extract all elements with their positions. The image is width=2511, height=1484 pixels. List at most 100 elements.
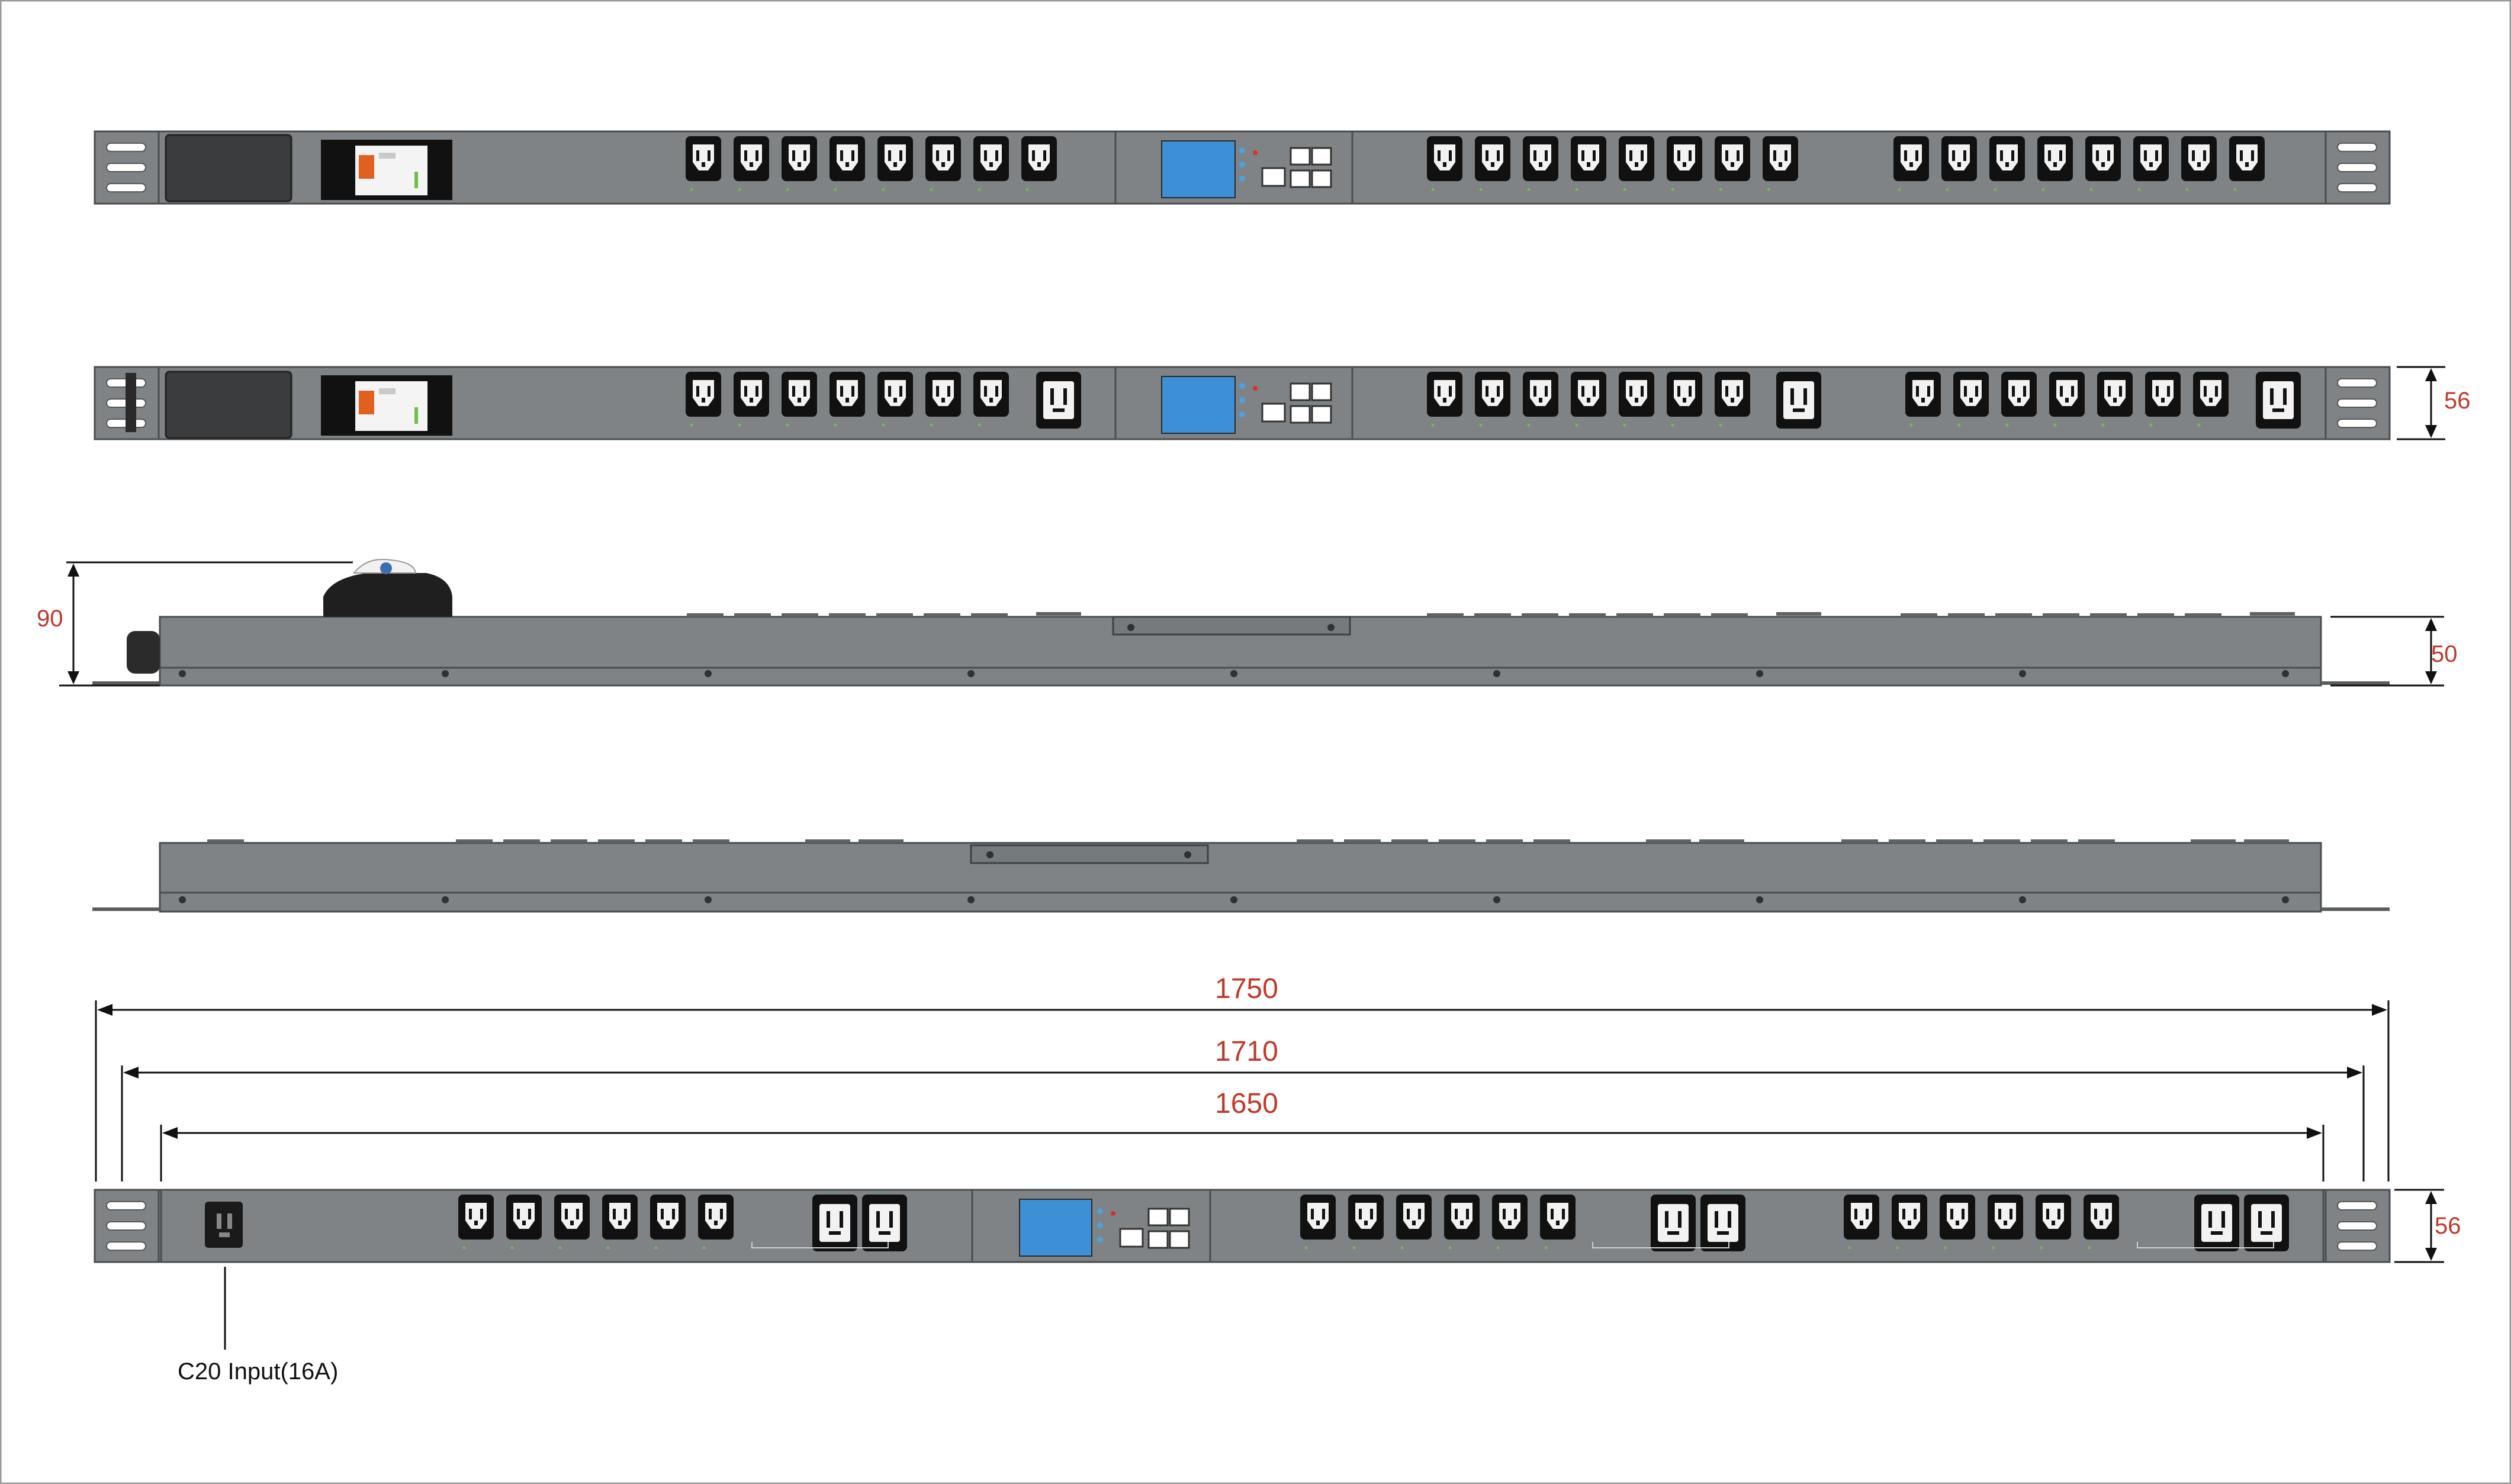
c13-outlet-icon [2181,136,2217,191]
c13-outlet-icon [698,1195,734,1250]
status-led [1239,397,1245,403]
breaker-height-dimension: 90 [37,606,63,632]
outlet-profile-bump [1699,839,1744,843]
status-led [1097,1208,1103,1214]
outlet-row [686,372,2301,429]
mounting-bracket-right [2324,130,2391,205]
outlet-profile-bump [1983,839,2020,843]
outlet-profile-bump [598,839,635,843]
screw [442,896,449,903]
lcd-display-icon [1019,1199,1092,1257]
outlet-profile-bump [645,839,682,843]
input-housing [126,373,136,432]
c13-outlet-icon [1715,136,1750,191]
c13-outlet-icon [734,372,769,427]
outlet-profile-bump [2031,839,2068,843]
outlet-profile-bump [1297,839,1333,843]
c19-outlet-icon [2244,1195,2289,1251]
outlet-profile-bump [207,839,244,843]
screw [1184,851,1191,858]
circuit-breaker-icon [323,573,452,617]
status-led [1239,411,1245,417]
c13-outlet-icon [2036,1195,2071,1250]
outlet-profile-bump [456,839,493,843]
screw [705,896,712,903]
status-led [1239,176,1245,182]
c13-outlet-icon [782,136,817,191]
c13-outlet-icon [2037,136,2073,191]
outlet-profile-bump [829,613,866,617]
c13-outlet-icon [1619,136,1654,191]
rj45-port [1169,1230,1190,1249]
c13-outlet-icon [1475,372,1510,427]
status-led [1239,147,1245,153]
outlet-profile-bump [971,613,1008,617]
c19-outlet-icon [1036,372,1081,429]
c13-outlet-icon [1940,1195,1975,1250]
rear-side-view [92,839,2390,913]
screw [705,670,712,677]
outlet-profile-bump [687,613,724,617]
mounting-slot [106,1221,146,1231]
outlet-row [686,136,2265,191]
screw [179,670,186,677]
lcd-display-icon [1161,140,1236,198]
outlet-profile-bump [805,839,850,843]
outlet-profile-bump [1486,839,1523,843]
rj45-port [1311,147,1332,166]
c19-outlet-icon [2256,372,2301,429]
c13-outlet-icon [1953,372,1989,427]
c13-outlet-icon [1763,136,1798,191]
outlet-profile-bump [1391,839,1428,843]
input-callout-label: C20 Input(16A) [178,1359,338,1385]
status-led [1239,383,1245,389]
rj45-port [1147,1230,1169,1249]
mounting-slot [106,142,146,152]
outlet-profile-bump [1569,613,1606,617]
outlet-profile-bump [1533,839,1570,843]
c13-outlet-icon [1444,1195,1480,1250]
c13-outlet-icon [2133,136,2169,191]
c13-outlet-icon [1988,1195,2023,1250]
outlet-profile-bump [1711,613,1748,617]
c13-outlet-icon [1475,136,1510,191]
outlet-profile-row [687,612,2295,617]
outlet-profile-bump [859,839,904,843]
front-view-grouped-variant: 56 C20 Input(16A) [94,1189,2461,1385]
body-length-dimension: 1650 [1215,1088,1278,1119]
c19-outlet-icon [862,1195,907,1251]
c13-outlet-icon [973,372,1009,427]
outlet-profile-bump [1646,839,1691,843]
outlet-profile-bump [1522,613,1558,617]
mounting-bracket-right [2324,1189,2391,1263]
c13-outlet-icon [650,1195,686,1250]
c13-outlet-icon [458,1195,494,1250]
c13-outlet-icon [1021,136,1057,191]
mounting-bracket-left [94,1189,160,1263]
screw [1493,670,1500,677]
rj45-port [1290,405,1311,424]
outlet-profile-bump [503,839,540,843]
c13-outlet-icon [2229,136,2265,191]
c13-outlet-icon [1892,1195,1927,1250]
c13-outlet-icon [2001,372,2037,427]
outlet-profile-bump [2078,839,2115,843]
mounting-slot [2337,183,2377,193]
outlet-profile-bump [1889,839,1925,843]
c13-outlet-icon [2145,372,2181,427]
c13-outlet-icon [1571,372,1606,427]
c13-outlet-icon [686,136,721,191]
c13-outlet-icon [554,1195,590,1250]
screw [1230,896,1237,903]
c13-outlet-icon [1492,1195,1528,1250]
screw [2019,896,2026,903]
mount-length-dimension: 1710 [1215,1036,1278,1067]
rj45-port [1290,169,1311,188]
c13-outlet-icon [830,372,865,427]
control-box [165,371,292,439]
c13-outlet-icon [2193,372,2229,427]
outlet-group-marker [751,1242,889,1248]
c13-outlet-icon [1523,372,1558,427]
outlet-profile-bump [734,613,771,617]
rj45-port [1311,405,1332,424]
